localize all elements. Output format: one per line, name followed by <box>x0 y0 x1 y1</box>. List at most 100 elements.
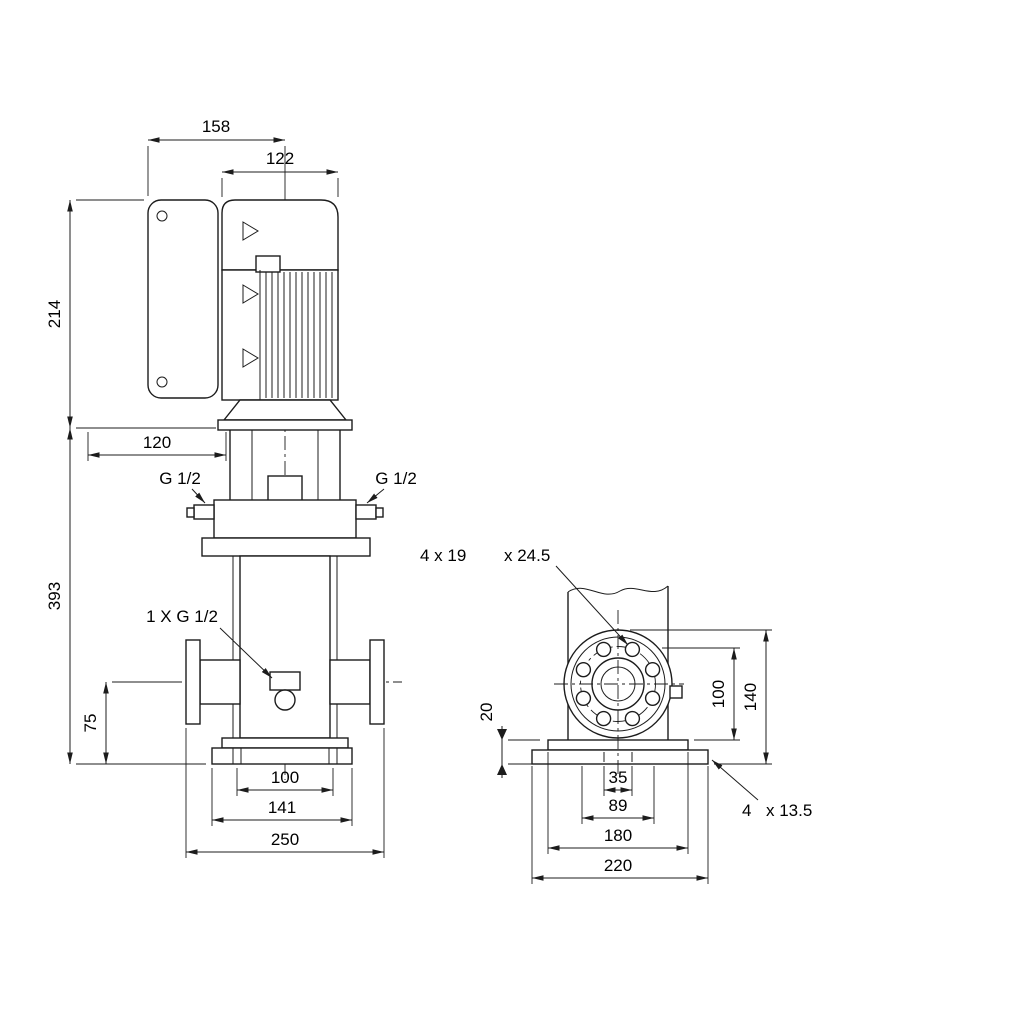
drain-boss <box>274 689 296 711</box>
dim-base-width: 180 <box>547 752 689 854</box>
suction-flange <box>185 639 201 725</box>
base-holes-count-label: 4 <box>742 801 751 820</box>
dim-slot-spacing: 35 <box>603 766 633 796</box>
dim-motor-width: 122 <box>221 149 339 197</box>
motor <box>221 199 339 401</box>
plug-left-head <box>186 507 195 518</box>
label-base-holes: 4 x 13.5 <box>711 759 812 820</box>
terminal-box <box>255 255 281 273</box>
coupling <box>267 475 303 503</box>
discharge-flange <box>369 639 385 725</box>
bolt-hole <box>624 710 641 727</box>
suction-pipe <box>199 659 241 705</box>
side-view: 158 122 214 393 <box>45 117 417 858</box>
label-drain-plug: 1 X G 1/2 <box>146 607 273 679</box>
plug-left-label: G 1/2 <box>159 469 201 488</box>
motor-flange-adapter <box>222 399 348 421</box>
flange-holes-depth-label: x 24.5 <box>504 546 550 565</box>
fan-cover <box>221 199 339 271</box>
dim-text-75: 75 <box>81 714 100 733</box>
bolt-hole <box>644 662 661 678</box>
leader-line <box>711 759 759 801</box>
base-plate <box>211 747 353 765</box>
dim-text-180: 180 <box>604 826 632 845</box>
drain-plug <box>269 671 301 691</box>
dim-base-plate-width: 220 <box>531 766 709 884</box>
dim-flange-height: 140 <box>630 629 772 765</box>
dim-port-center-height: 75 <box>81 681 182 764</box>
latch-icon <box>242 284 259 304</box>
base-plate <box>531 749 709 765</box>
dim-port-height: 100 <box>662 647 740 741</box>
chamber-stack <box>232 555 338 739</box>
bolt-hole <box>644 690 661 706</box>
end-dimensions: 4 x 19 x 24.5 20 100 <box>420 546 812 884</box>
base-holes-size-label: x 13.5 <box>766 801 812 820</box>
label-plug-right: G 1/2 <box>366 469 417 504</box>
dim-text-122: 122 <box>266 149 294 168</box>
dim-slot-outer-spacing: 89 <box>581 766 655 824</box>
dim-text-100: 100 <box>271 768 299 787</box>
clamp-latches <box>242 221 259 368</box>
latch-icon <box>242 221 259 241</box>
motor-flange <box>217 419 353 431</box>
side-dimensions: 158 122 214 393 <box>45 117 417 858</box>
dim-control-box-depth: 120 <box>87 432 227 461</box>
bolt-hole <box>595 641 612 658</box>
motor-housing <box>221 269 339 401</box>
dim-base-hole-spacing: 100 <box>236 768 334 796</box>
side-tab <box>669 685 683 699</box>
dim-text-214: 214 <box>45 300 64 328</box>
sleeve <box>239 555 331 739</box>
screw-icon <box>156 210 168 222</box>
foot <box>221 737 349 749</box>
arrow-icon <box>497 729 507 740</box>
label-flange-holes: 4 x 19 x 24.5 <box>420 546 629 646</box>
dim-text-120: 120 <box>143 433 171 452</box>
dim-text-250: 250 <box>271 830 299 849</box>
dim-text-220: 220 <box>604 856 632 875</box>
dim-motor-height: 214 <box>45 199 216 429</box>
break-line <box>567 585 669 595</box>
control-box-body <box>147 199 219 399</box>
plug-right-head <box>375 507 384 518</box>
dim-base-width: 141 <box>211 768 353 826</box>
leader-line <box>555 565 629 646</box>
plug-right-label: G 1/2 <box>375 469 417 488</box>
pump-head-flange <box>201 537 371 557</box>
dim-text-140: 140 <box>741 683 760 711</box>
plug-left <box>193 504 215 520</box>
flange-holes-label: 4 x 19 <box>420 546 466 565</box>
dim-motor-total-width: 158 <box>147 117 286 196</box>
label-plug-left: G 1/2 <box>159 469 206 504</box>
dim-text-20: 20 <box>477 703 496 722</box>
bolt-hole <box>575 690 592 706</box>
bolt-hole <box>595 710 612 727</box>
motor-stool <box>217 399 353 503</box>
pump-head-body <box>213 499 357 539</box>
control-box <box>147 199 219 399</box>
pump-base <box>211 737 353 765</box>
bolt-hole <box>575 662 592 678</box>
dim-text-89: 89 <box>609 796 628 815</box>
end-centerlines <box>554 610 684 778</box>
screw-icon <box>156 376 168 388</box>
cooling-fins <box>265 272 333 398</box>
arrow-icon <box>497 764 507 775</box>
dim-text-158: 158 <box>202 117 230 136</box>
latch-icon <box>242 348 259 368</box>
end-base <box>531 739 709 765</box>
discharge-pipe <box>329 659 371 705</box>
dim-base-plate-height: 20 <box>477 703 540 778</box>
dim-port-to-port: 250 <box>185 728 385 858</box>
dim-text-35: 35 <box>609 768 628 787</box>
ports <box>185 639 385 725</box>
leader-line <box>219 627 273 679</box>
end-view: 4 x 19 x 24.5 20 100 <box>420 546 812 884</box>
drain-plug-label: 1 X G 1/2 <box>146 607 218 626</box>
leader-line <box>366 488 385 504</box>
dim-text-141: 141 <box>268 798 296 817</box>
plug-right <box>355 504 377 520</box>
